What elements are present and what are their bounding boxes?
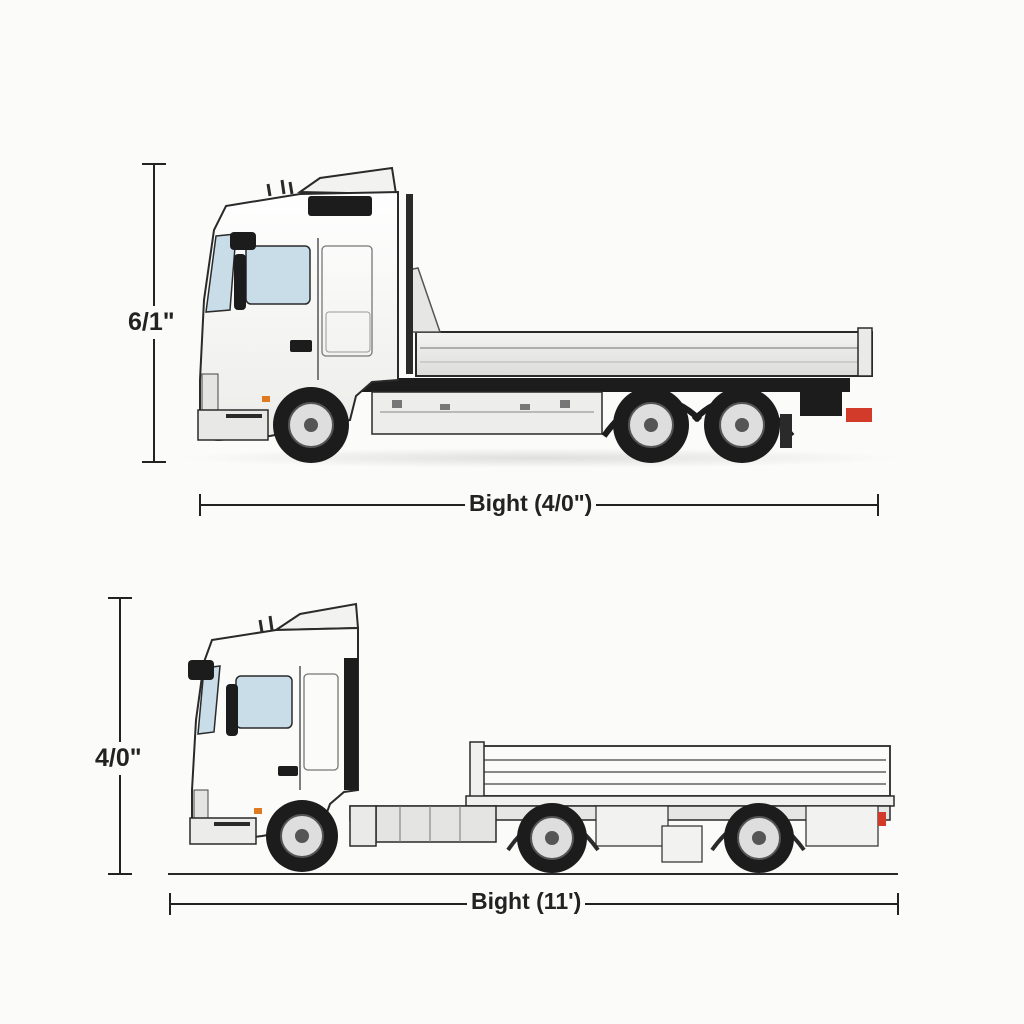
truck-bottom-height-dimension bbox=[108, 597, 132, 875]
truck-top-tail-light bbox=[846, 408, 872, 422]
truck-bottom-roof-deflector bbox=[272, 602, 360, 632]
truck-bottom-wheel-front bbox=[266, 800, 338, 872]
truck-top-chassis bbox=[360, 378, 850, 392]
truck-top-roof-vent bbox=[308, 196, 372, 216]
truck-top-wheel-rear-1 bbox=[613, 387, 689, 463]
truck-top-mirror bbox=[234, 254, 246, 310]
truck-bottom-side-window bbox=[235, 675, 293, 729]
truck-top-height-label: 6/1" bbox=[128, 306, 175, 339]
truck-top-windshield bbox=[205, 233, 237, 313]
truck-top-wheel-rear-2 bbox=[704, 387, 780, 463]
truck-bottom-wheel-rear-2 bbox=[724, 803, 794, 873]
truck-top-side-box bbox=[371, 391, 603, 435]
truck-bottom-windshield bbox=[197, 665, 221, 735]
truck-bottom bbox=[168, 602, 898, 875]
truck-top-wheel-front bbox=[273, 387, 349, 463]
truck-bottom-flatbed bbox=[465, 741, 895, 807]
truck-bottom-mirror bbox=[226, 684, 238, 736]
truck-bottom-wheel-rear-1 bbox=[517, 803, 587, 873]
truck-bottom-bumper bbox=[189, 817, 257, 845]
truck-top-side-window bbox=[245, 245, 311, 305]
truck-bottom-cab bbox=[191, 626, 359, 844]
truck-top-length-label: Bight (4/0") bbox=[465, 492, 597, 515]
truck-bottom-length-label: Bight (11') bbox=[467, 890, 586, 913]
truck-bottom-fuel-tank bbox=[375, 805, 497, 843]
truck-bottom-height-label: 4/0" bbox=[95, 742, 142, 775]
truck-top bbox=[180, 166, 900, 468]
truck-bottom-tail-light bbox=[878, 812, 886, 826]
truck-top-exhaust bbox=[406, 194, 413, 374]
truck-top-flatbed bbox=[415, 327, 873, 377]
truck-top-roof-deflector bbox=[296, 166, 398, 196]
